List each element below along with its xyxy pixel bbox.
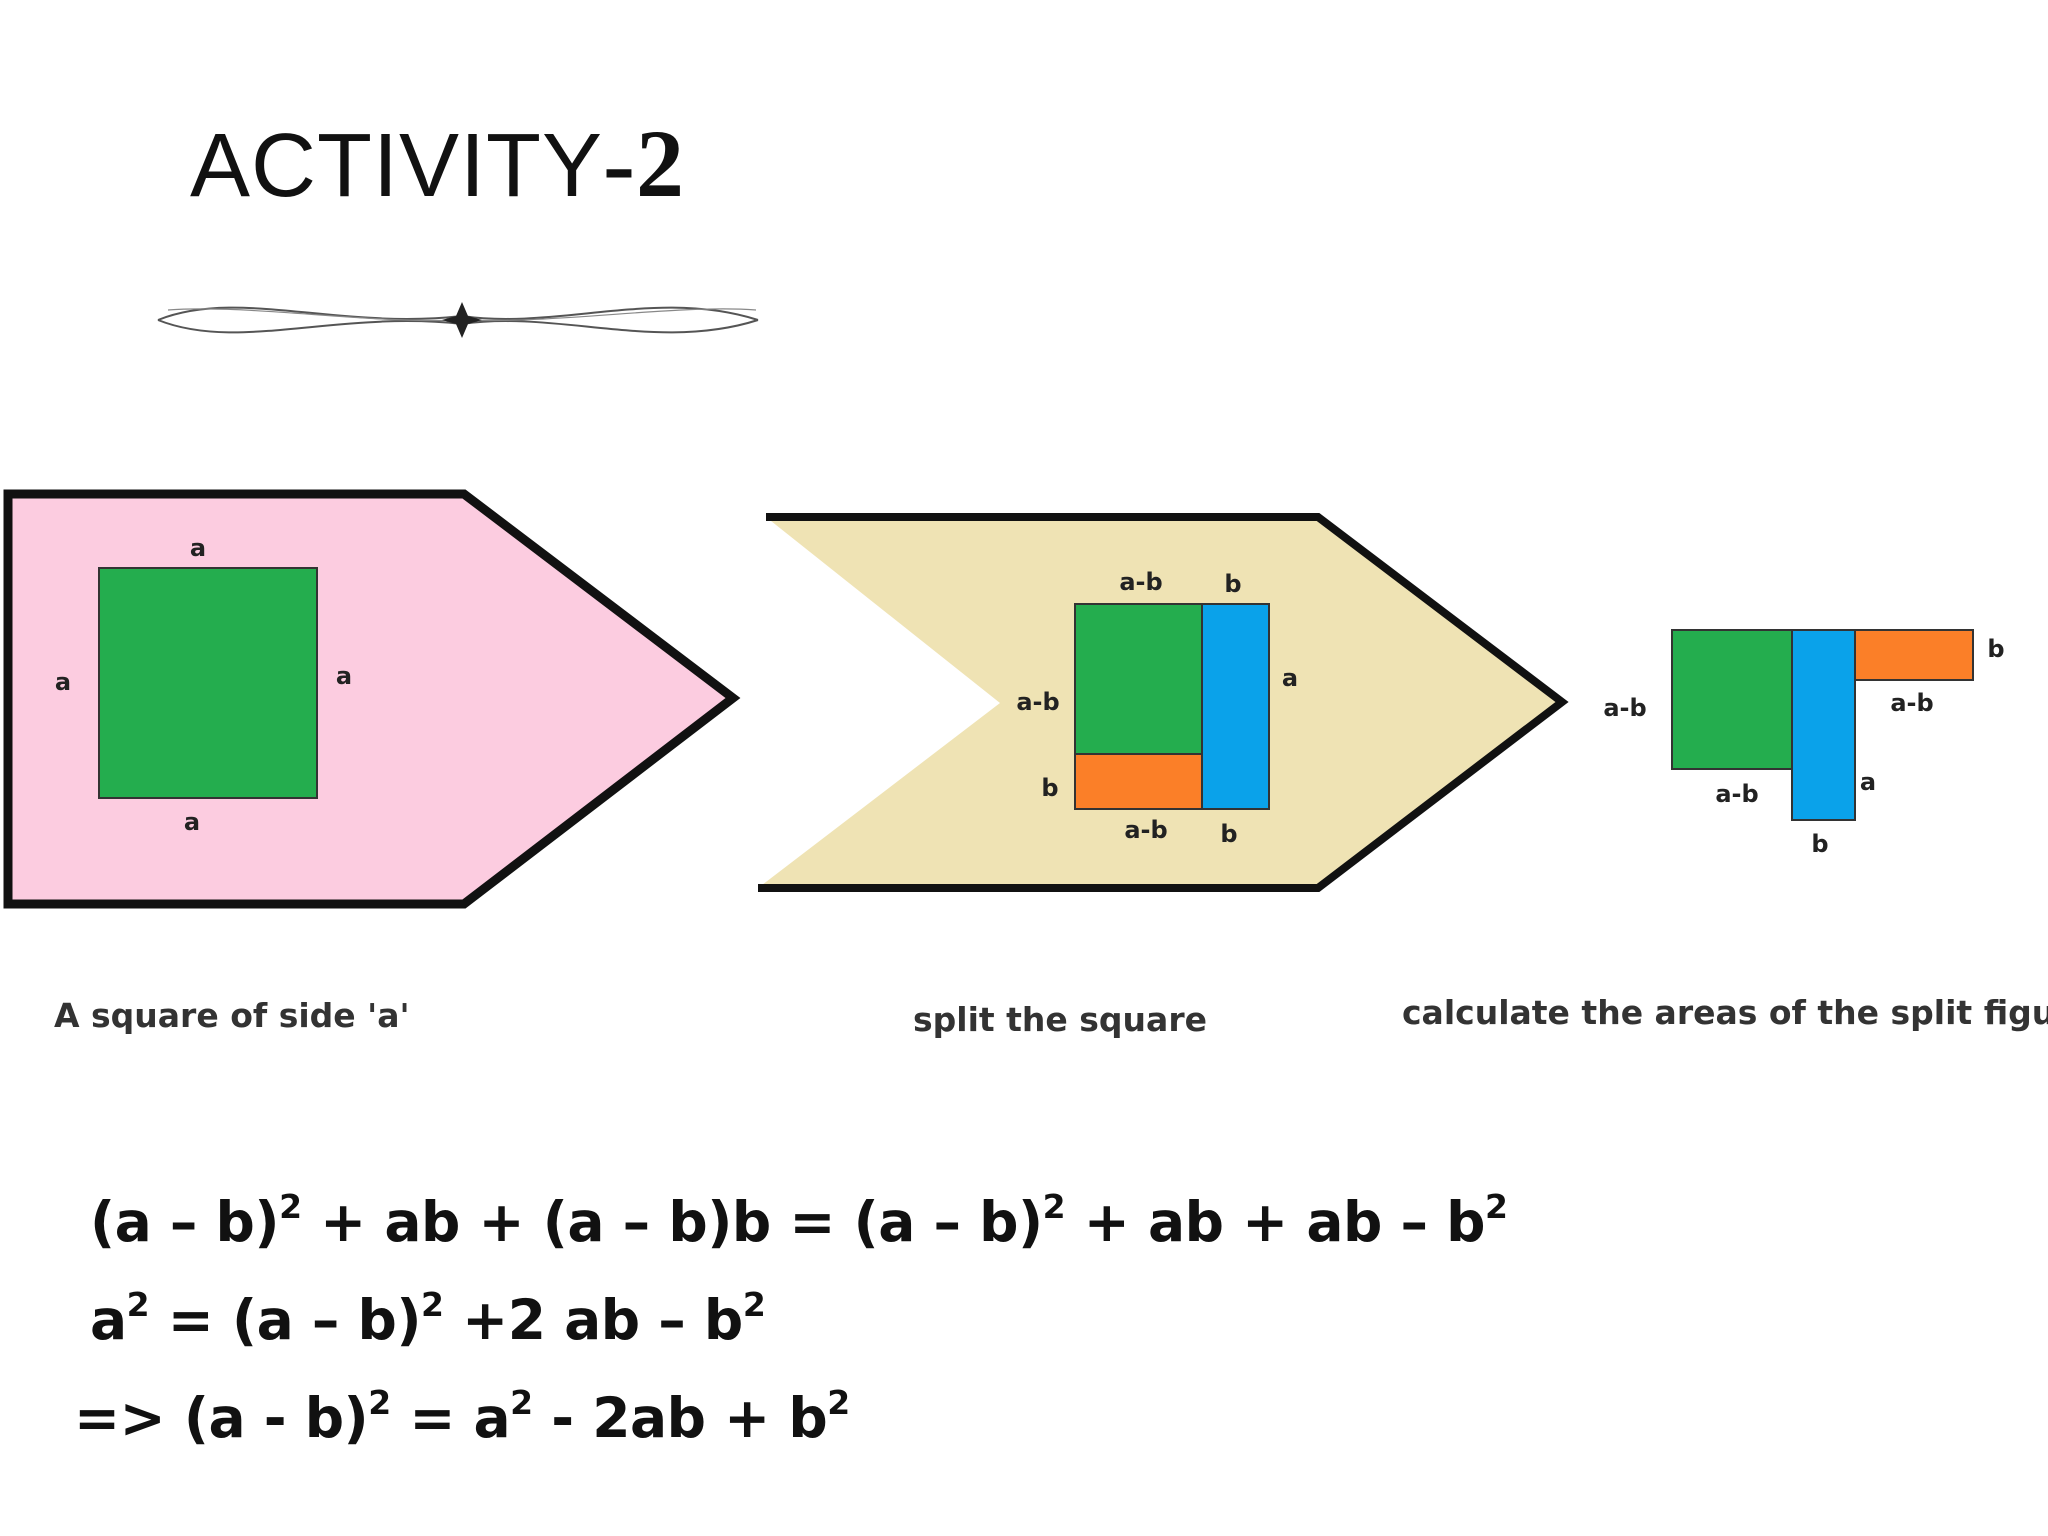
identity-diagram: a a a a a-b b a-b b a a-b b a-b a-b b a-…	[3, 489, 2005, 909]
label-bottom-left: a-b	[1124, 816, 1167, 844]
eq3-part-b: = a	[390, 1386, 511, 1450]
eq2-part-a: a	[90, 1288, 127, 1352]
eq1-part-a: (a – b)	[90, 1190, 280, 1254]
label-left-top: a-b	[1016, 688, 1059, 716]
split-blue	[1201, 603, 1270, 810]
label-right: a	[336, 662, 352, 690]
label-bottom-right: b	[1220, 820, 1237, 848]
eq1-sup-2: 2	[1042, 1186, 1066, 1226]
label-orange-right: b	[1987, 635, 2004, 663]
label-top-right: b	[1224, 570, 1241, 598]
eq2-part-c: +2 ab – b	[443, 1288, 743, 1352]
eq2-sup-2: 2	[421, 1284, 444, 1324]
piece-blue	[1791, 629, 1856, 821]
eq2-sup-1: 2	[126, 1284, 150, 1324]
equation-line-3: => (a - b)2 = a2 - 2ab + b2	[74, 1386, 850, 1450]
label-blue-bottom: b	[1811, 830, 1828, 858]
label-left: a-b	[1603, 694, 1646, 722]
split-green	[1074, 603, 1203, 755]
piece-orange	[1854, 629, 1974, 681]
caption-calculate: calculate the areas of the split figures	[1402, 993, 2048, 1032]
square-a	[98, 567, 318, 799]
equation-line-1: (a – b)2 + ab + (a – b)b = (a – b)2 + ab…	[90, 1186, 1508, 1254]
label-right: a	[1282, 664, 1298, 692]
title-text: ACTIVITY	[190, 116, 604, 216]
label-bottom: a	[184, 808, 200, 836]
label-blue-right: a	[1860, 768, 1876, 796]
ornament-divider-icon	[157, 302, 759, 338]
label-orange-bottom: a-b	[1890, 689, 1933, 717]
eq3-sup-1: 2	[368, 1382, 391, 1422]
eq3-sup-3: 2	[827, 1382, 850, 1422]
eq1-sup-1: 2	[279, 1186, 302, 1226]
split-orange	[1074, 753, 1203, 810]
equation-line-2: a2 = (a – b)2 +2 ab – b2	[90, 1284, 766, 1352]
eq3-sup-2: 2	[510, 1382, 533, 1422]
eq1-part-b: + ab + (a – b)b = (a – b)	[301, 1190, 1043, 1254]
activity-title: ACTIVITY-2	[190, 108, 685, 219]
eq1-sup-3: 2	[1485, 1186, 1508, 1226]
label-left: a	[55, 668, 71, 696]
label-green-bottom: a-b	[1715, 780, 1758, 808]
eq3-part-c: - 2ab + b	[532, 1386, 828, 1450]
eq3-part-a: => (a - b)	[74, 1386, 369, 1450]
label-top: a	[190, 534, 206, 562]
label-top-left: a-b	[1119, 568, 1162, 596]
title-number: -2	[603, 110, 686, 217]
label-left-bottom: b	[1041, 774, 1058, 802]
eq2-sup-3: 2	[742, 1284, 766, 1324]
caption-split: split the square	[913, 1000, 1207, 1039]
eq2-part-b: = (a – b)	[149, 1288, 422, 1352]
piece-green	[1671, 629, 1793, 770]
eq1-part-c: + ab + ab – b	[1065, 1190, 1486, 1254]
caption-square: A square of side 'a'	[54, 996, 410, 1035]
